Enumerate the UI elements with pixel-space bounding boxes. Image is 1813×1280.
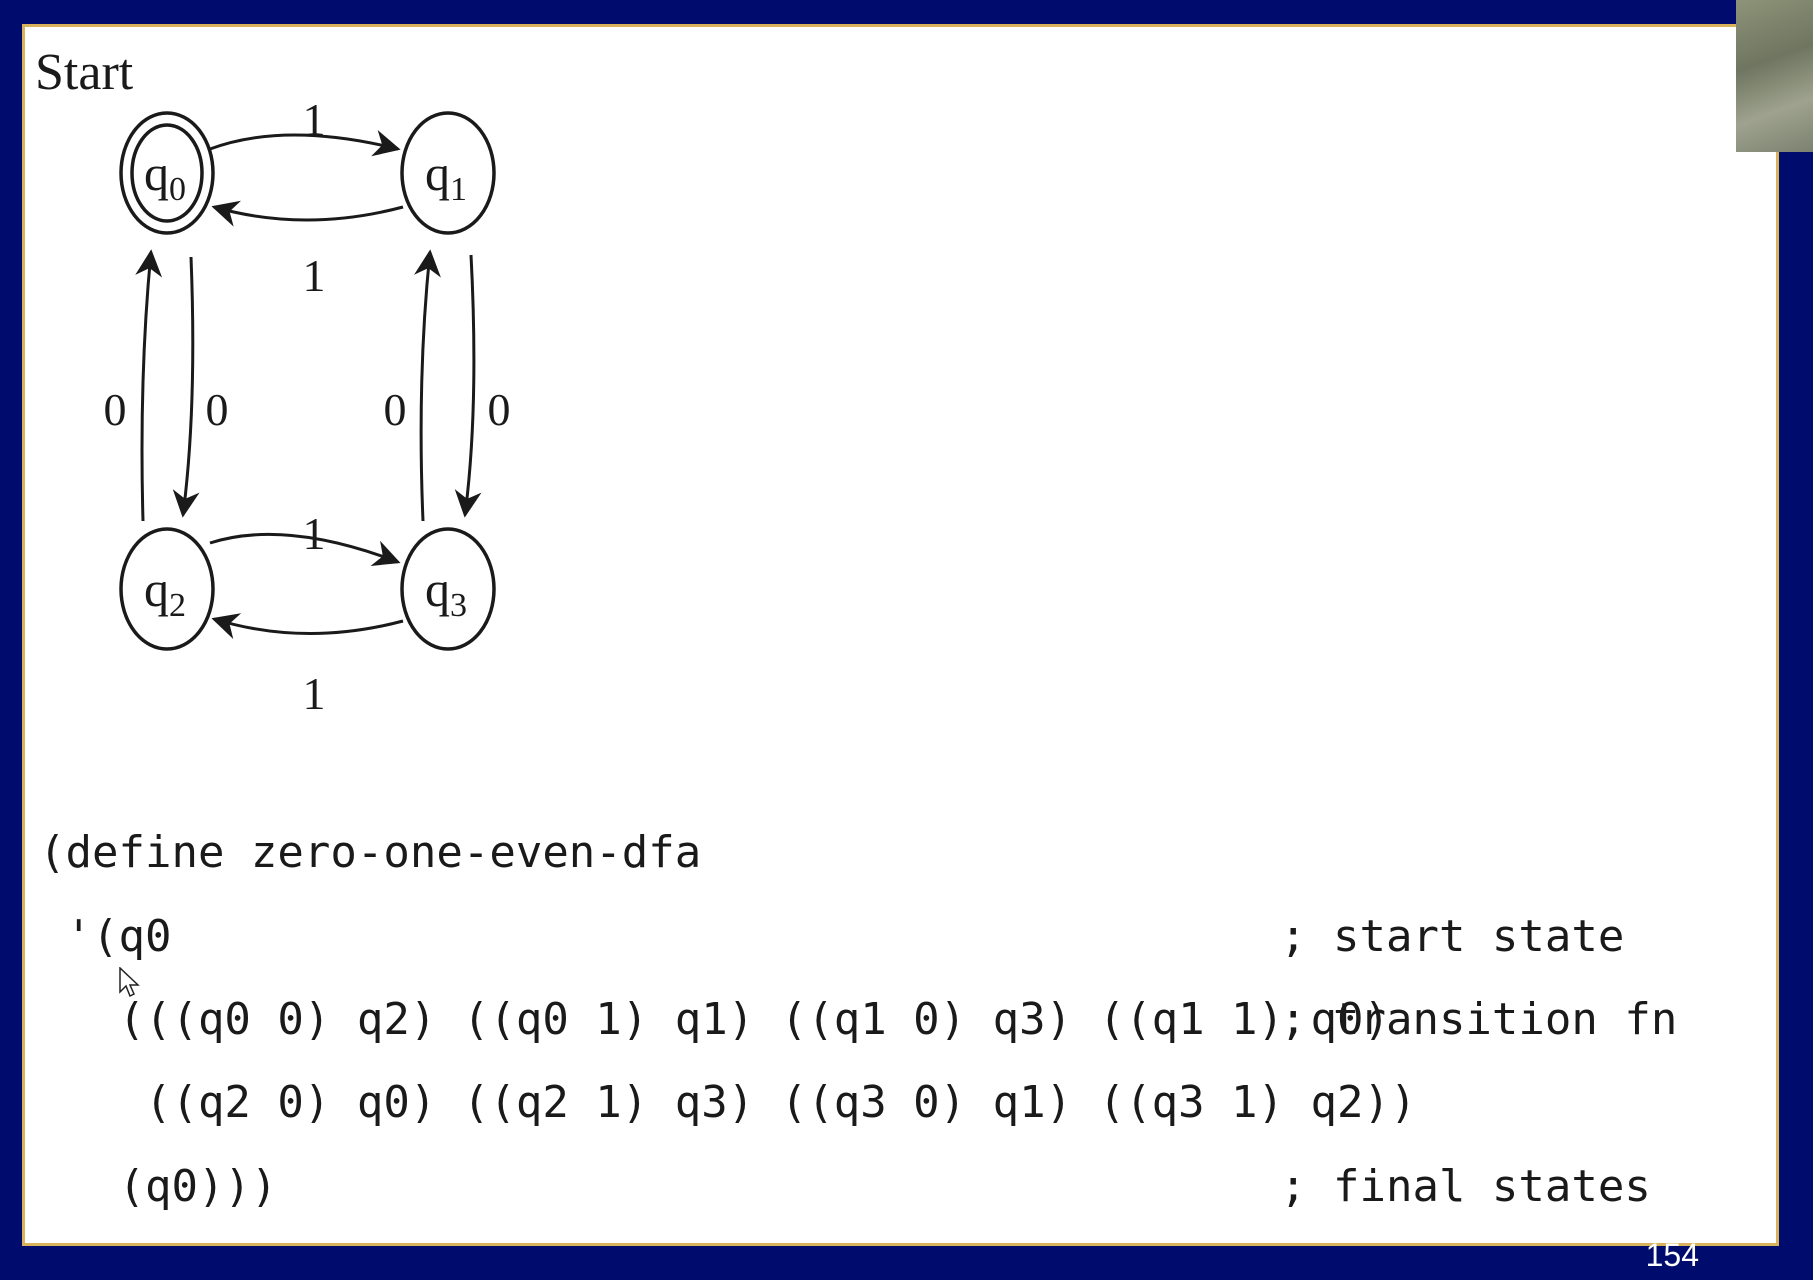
state-q0-label: q0 bbox=[144, 145, 186, 208]
edge-label-q0-q1: 1 bbox=[303, 94, 326, 145]
code-line-define: (define zero-one-even-dfa bbox=[39, 827, 702, 878]
start-label: Start bbox=[35, 44, 134, 101]
edge-label-q2-q3: 1 bbox=[303, 508, 326, 559]
state-q2 bbox=[119, 527, 215, 651]
edge-q2-q3 bbox=[209, 532, 401, 566]
edge-q0-q1 bbox=[209, 130, 401, 157]
code-line-start-state: '(q0 bbox=[39, 911, 172, 962]
comment-start-state: ; start state bbox=[1280, 911, 1625, 962]
state-q1-label: q1 bbox=[425, 145, 467, 208]
edge-q1-q0 bbox=[211, 200, 404, 227]
edge-label-q3-q1: 0 bbox=[384, 384, 407, 435]
edge-q1-q3 bbox=[454, 254, 482, 518]
code-line-transitions-2: ((q2 0) q0) ((q2 1) q3) ((q3 0) q1) ((q3… bbox=[39, 1077, 1417, 1128]
state-q3 bbox=[400, 527, 496, 651]
mouse-cursor-icon bbox=[119, 967, 140, 998]
slide-number: 154 bbox=[1645, 1237, 1699, 1273]
edge-label-q0-q2: 0 bbox=[206, 384, 229, 435]
edge-label-q1-q0: 1 bbox=[303, 250, 326, 301]
comment-transition-fn: ; transition fn bbox=[1280, 994, 1678, 1045]
dfa-diagram: Start 1 1 1 1 0 0 0 0 bbox=[35, 44, 511, 719]
edge-label-q3-q2: 1 bbox=[303, 668, 326, 719]
state-q1 bbox=[400, 111, 496, 235]
edge-label-q2-q0: 0 bbox=[104, 384, 127, 435]
edge-label-q1-q3: 0 bbox=[488, 384, 511, 435]
comment-final-states: ; final states bbox=[1280, 1161, 1651, 1212]
edge-q3-q2 bbox=[211, 613, 404, 640]
state-q2-label: q2 bbox=[144, 561, 186, 624]
edge-q3-q1 bbox=[414, 249, 441, 522]
code-line-transitions-1: (((q0 0) q2) ((q0 1) q1) ((q1 0) q3) ((q… bbox=[39, 994, 1391, 1045]
slide: Start 1 1 1 1 0 0 0 0 bbox=[22, 24, 1779, 1246]
edge-q0-q2 bbox=[172, 256, 200, 518]
code-line-final-states: (q0))) bbox=[39, 1161, 278, 1212]
edge-q2-q0 bbox=[135, 249, 163, 522]
state-q3-label: q3 bbox=[425, 561, 467, 624]
webcam-overlay bbox=[1736, 0, 1813, 152]
state-q0-accepting-ring bbox=[130, 123, 204, 223]
